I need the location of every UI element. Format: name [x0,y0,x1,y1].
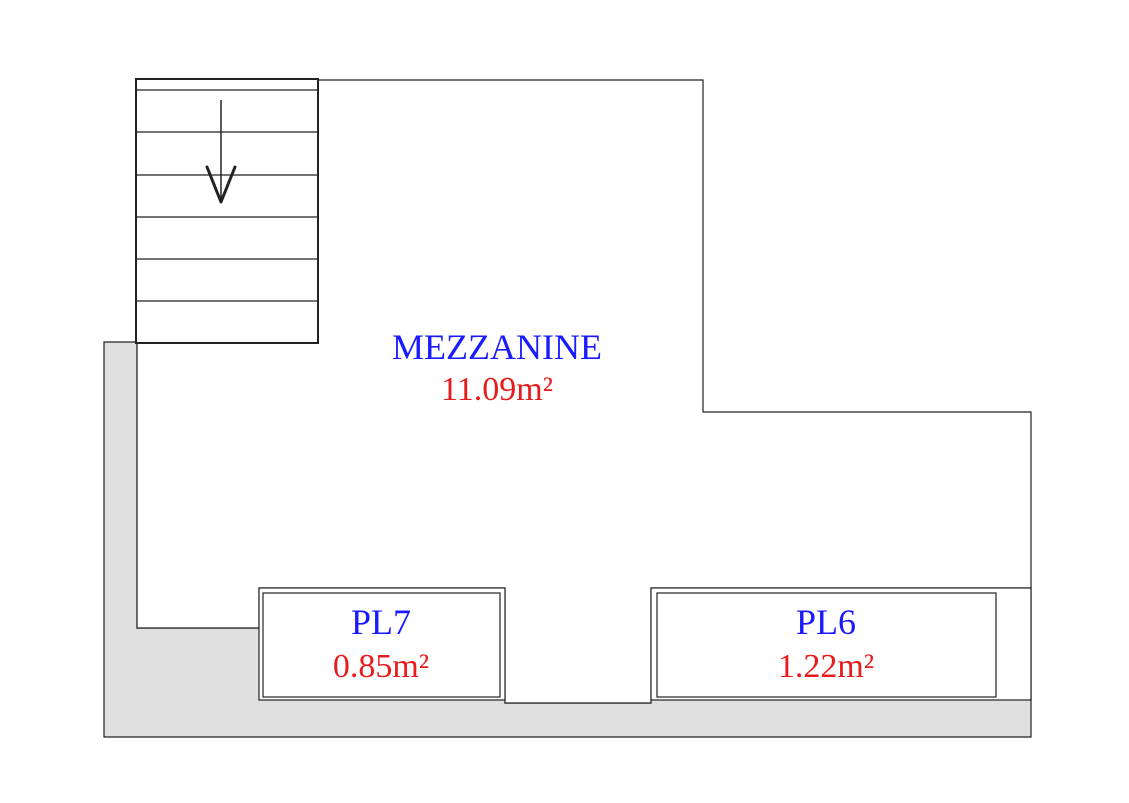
mezzanine-area: 11.09m² [441,371,553,408]
mezzanine-name: MEZZANINE [392,327,602,367]
pl6-room[interactable] [650,587,1032,701]
mezzanine-room[interactable] [136,79,1032,704]
pl6-area: 1.22m² [778,648,874,685]
staircase[interactable] [135,78,319,344]
pl6-name: PL6 [796,602,856,642]
down-arrow-icon [205,100,237,204]
pl7-area: 0.85m² [333,648,429,685]
pl7-name: PL7 [351,602,411,642]
pl7-room[interactable] [258,587,506,701]
